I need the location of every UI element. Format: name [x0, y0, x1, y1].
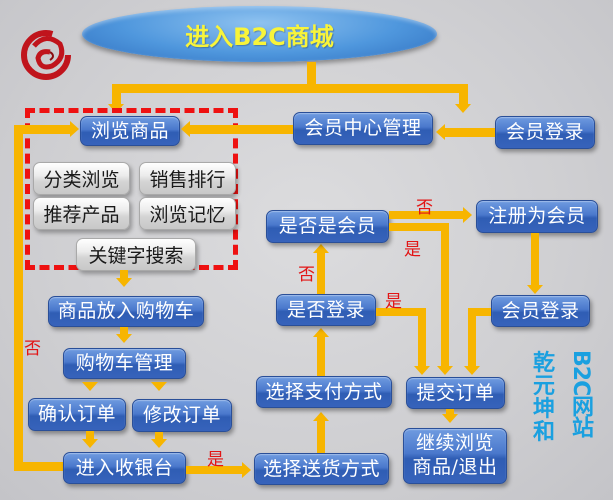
arrow-down-icon: [464, 366, 480, 375]
yes-label: 是: [404, 240, 421, 260]
yes-label: 是: [385, 292, 402, 312]
add-to-cart-box[interactable]: 商品放入购物车: [48, 296, 204, 327]
dragon-logo-icon: [21, 30, 71, 80]
connector: [317, 336, 325, 376]
connector: [446, 409, 454, 415]
connector: [307, 62, 316, 86]
connector: [190, 125, 293, 134]
connector: [14, 125, 70, 134]
modify-order-box[interactable]: 修改订单: [132, 399, 232, 432]
connector: [468, 308, 476, 366]
arrow-down-icon: [437, 366, 453, 375]
register-member-box[interactable]: 注册为会员: [476, 200, 598, 233]
member-center-box[interactable]: 会员中心管理: [293, 112, 433, 145]
connector: [418, 308, 426, 366]
browse-history-button[interactable]: 浏览记忆: [139, 197, 236, 230]
continue-browsing-text: 继续浏览: [415, 432, 494, 455]
arrow-down-icon: [82, 439, 98, 448]
connector: [468, 308, 491, 316]
arrow-up-icon: [313, 244, 329, 253]
checkout-box[interactable]: 进入收银台: [63, 452, 186, 484]
no-label: 否: [24, 339, 41, 359]
arrow-right-icon: [463, 207, 472, 223]
connector: [120, 270, 128, 279]
cart-management-box[interactable]: 购物车管理: [63, 348, 186, 379]
category-browse-button[interactable]: 分类浏览: [33, 162, 130, 195]
connector: [459, 84, 468, 106]
arrow-down-icon: [151, 382, 167, 391]
arrow-left-icon: [181, 121, 190, 137]
arrow-down-icon: [442, 414, 458, 423]
sales-ranking-button[interactable]: 销售排行: [139, 162, 236, 195]
select-shipping-box[interactable]: 选择送货方式: [254, 453, 389, 485]
connector: [317, 420, 325, 453]
connector: [112, 84, 468, 93]
arrow-down-icon: [82, 382, 98, 391]
arrow-up-icon: [313, 412, 329, 421]
continue-or-exit-box[interactable]: 继续浏览 商品/退出: [403, 428, 507, 484]
submit-order-box[interactable]: 提交订单: [406, 377, 505, 409]
connector: [186, 466, 242, 474]
connector: [86, 431, 94, 439]
connector: [120, 327, 128, 334]
arrow-down-icon: [116, 278, 132, 287]
connector: [14, 125, 23, 470]
recommended-products-button[interactable]: 推荐产品: [33, 197, 130, 230]
member-login-top-box[interactable]: 会员登录: [495, 116, 595, 149]
connector: [389, 223, 449, 231]
arrow-up-icon: [313, 328, 329, 337]
arrow-left-icon: [436, 124, 445, 140]
browse-products-box[interactable]: 浏览商品: [80, 116, 180, 146]
products-exit-text: 商品/退出: [412, 456, 498, 478]
is-logged-in-box[interactable]: 是否登录: [276, 294, 376, 326]
yes-label: 是: [207, 450, 224, 470]
keyword-search-button[interactable]: 关键字搜索: [76, 238, 196, 271]
brand-name-vertical: 乾 元 坤 和: [532, 351, 555, 446]
connector: [531, 233, 539, 285]
brand-site-vertical: B2C网站: [568, 350, 593, 438]
arrow-right-icon: [242, 462, 251, 478]
no-label: 否: [416, 198, 433, 218]
arrow-down-icon: [151, 439, 167, 448]
connector: [155, 432, 163, 439]
no-label: 否: [298, 265, 315, 285]
is-member-box[interactable]: 是否是会员: [266, 210, 389, 243]
connector: [389, 211, 463, 219]
connector: [14, 462, 66, 471]
arrow-down-icon: [455, 104, 471, 113]
connector: [445, 128, 495, 137]
member-login-right-box[interactable]: 会员登录: [491, 295, 590, 327]
connector: [317, 252, 325, 294]
connector: [112, 84, 121, 106]
select-payment-box[interactable]: 选择支付方式: [256, 376, 392, 408]
arrow-right-icon: [70, 121, 79, 137]
enter-b2c-mall-title[interactable]: 进入B2C商城: [82, 6, 437, 62]
arrow-down-icon: [116, 334, 132, 343]
connector: [376, 308, 426, 316]
arrow-down-icon: [527, 285, 543, 294]
arrow-down-icon: [414, 366, 430, 375]
connector: [441, 223, 449, 366]
confirm-order-box[interactable]: 确认订单: [28, 398, 126, 431]
